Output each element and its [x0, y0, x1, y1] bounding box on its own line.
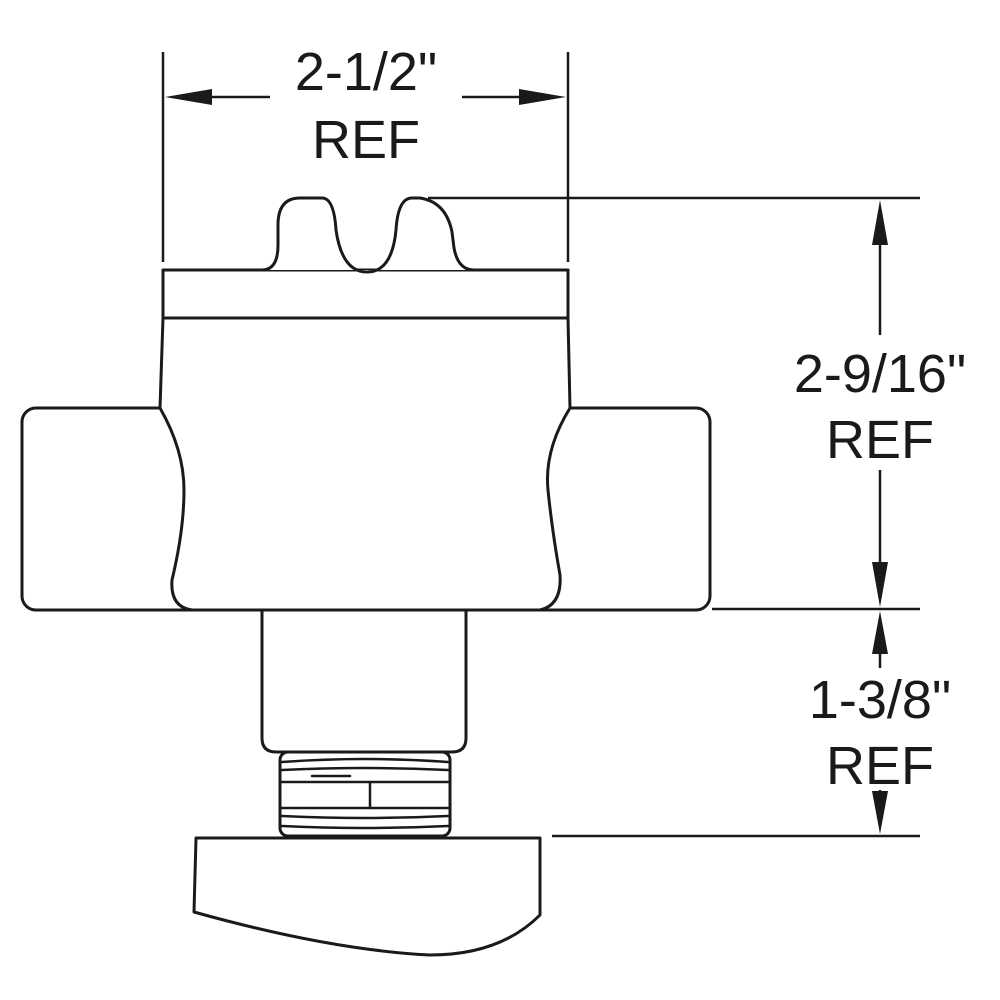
height-lower-value: 1-3/8" [809, 670, 951, 730]
lever-base [192, 836, 542, 957]
width-value: 2-1/2" [295, 42, 437, 102]
main-body [158, 316, 572, 612]
dimension-height-upper: 2-9/16" REF [794, 200, 966, 607]
thread-section [278, 750, 452, 838]
extension-lines [428, 196, 920, 838]
stem [260, 608, 468, 754]
height-upper-value: 2-9/16" [794, 344, 966, 404]
dimension-height-lower: 1-3/8" REF [809, 611, 951, 834]
top-collar [161, 268, 570, 320]
height-upper-note: REF [826, 410, 934, 470]
valve-cartridge [20, 196, 712, 957]
top-lugs [161, 196, 570, 274]
width-note: REF [312, 110, 420, 170]
dimension-width: 2-1/2" REF [161, 42, 570, 262]
height-lower-note: REF [826, 736, 934, 796]
